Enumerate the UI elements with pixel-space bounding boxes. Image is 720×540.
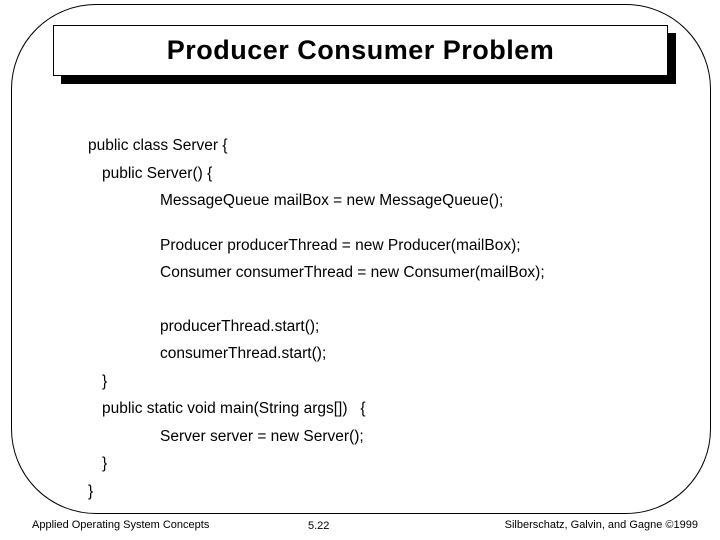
slide-border-frame (11, 4, 711, 514)
footer-book-title: Applied Operating System Concepts (32, 519, 210, 531)
code-line: MessageQueue mailBox = new MessageQueue(… (160, 192, 504, 209)
code-line: Server server = new Server(); (160, 427, 364, 445)
code-block: public class Server { public Server() { Me… (88, 132, 545, 505)
slide-title-box: Producer Consumer Problem (53, 25, 668, 76)
code-line: public class Server { (88, 137, 228, 154)
code-line: public static void main(String args[]) { (102, 400, 366, 417)
code-line: } (102, 372, 108, 390)
code-line: consumerThread.start(); (160, 345, 327, 362)
footer-page-number: 5.22 (308, 520, 330, 532)
code-line: public Server() { (102, 164, 213, 182)
code-line: Producer producerThread = new Producer(m… (160, 236, 521, 254)
code-line: Consumer consumerThread = new Consumer(m… (160, 264, 545, 281)
code-line: } (102, 455, 108, 472)
code-line: producerThread.start(); (160, 317, 320, 335)
slide-title: Producer Consumer Problem (166, 35, 555, 65)
code-line: } (88, 482, 94, 500)
footer-authors-copyright: Silberschatz, Galvin, and Gagne ©1999 (504, 519, 698, 531)
